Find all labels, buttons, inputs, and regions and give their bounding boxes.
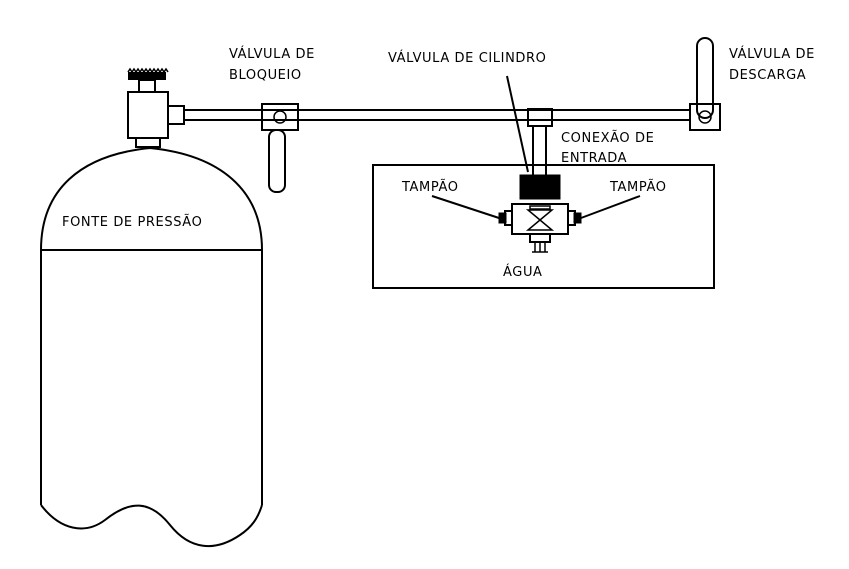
cylinder-valve-assembly xyxy=(504,174,576,253)
discharge-valve-label-line2: DESCARGA xyxy=(729,68,806,83)
cylinder-head-valve xyxy=(127,67,185,148)
left-plug-label: TAMPÃO xyxy=(401,179,459,195)
main-pipe xyxy=(184,109,690,121)
block-valve-label-line1: VÁLVULA DE xyxy=(229,46,315,62)
block-valve-label-line2: BLOQUEIO xyxy=(229,68,302,83)
pressure-source-cylinder xyxy=(40,146,263,548)
right-plug-label: TAMPÃO xyxy=(609,179,667,195)
cylinder-valve-leader xyxy=(506,75,529,173)
discharge-valve-label-line1: VÁLVULA DE xyxy=(729,46,815,62)
cylinder-valve-label: VÁLVULA DE CILINDRO xyxy=(388,50,547,66)
pressure-source-label: FONTE DE PRESSÃO xyxy=(62,214,202,230)
water-label: ÁGUA xyxy=(503,264,543,280)
discharge-valve xyxy=(689,37,721,131)
inlet-tee-fitting xyxy=(527,108,553,175)
inlet-connection-label-line2: ENTRADA xyxy=(561,151,627,166)
water-tank xyxy=(372,164,715,289)
inlet-connection-label-line1: CONEXÃO DE xyxy=(561,130,654,146)
block-valve xyxy=(261,103,299,193)
left-plug xyxy=(431,195,507,224)
right-plug xyxy=(573,195,641,224)
